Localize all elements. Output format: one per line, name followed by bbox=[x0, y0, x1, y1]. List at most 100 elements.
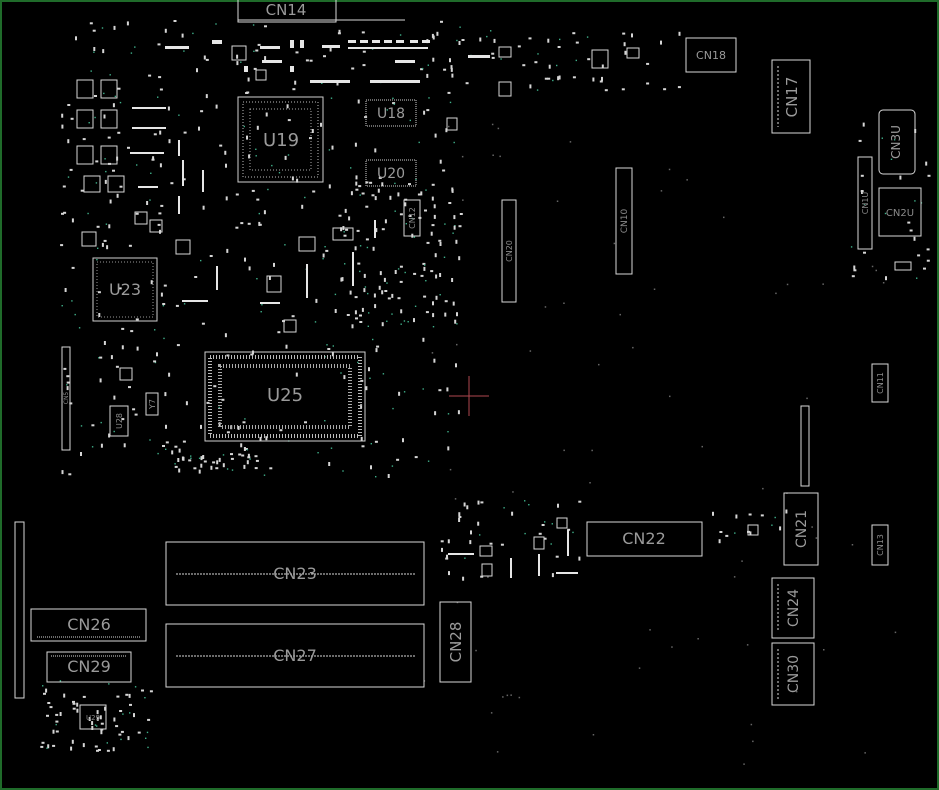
connector-cn29[interactable]: CN29 bbox=[46, 651, 132, 683]
pad bbox=[200, 424, 202, 429]
pad bbox=[552, 79, 554, 82]
pad bbox=[115, 365, 119, 368]
connector-cn24[interactable]: CN24 bbox=[771, 577, 815, 639]
pad bbox=[55, 713, 59, 716]
via-dot bbox=[875, 269, 877, 272]
pad bbox=[144, 697, 146, 699]
via-dot bbox=[490, 712, 493, 714]
chip-u29[interactable]: U29 bbox=[79, 704, 107, 730]
connector-cn18[interactable]: CN18 bbox=[685, 37, 737, 73]
pad bbox=[70, 746, 73, 751]
connector-cn5[interactable]: CN5 bbox=[61, 346, 71, 451]
pad bbox=[119, 101, 122, 104]
via-dot bbox=[686, 179, 688, 181]
pad bbox=[167, 106, 170, 111]
pad bbox=[399, 34, 402, 36]
crystal-y7[interactable]: Y7 bbox=[145, 392, 159, 416]
connector-cn10[interactable]: CN10 bbox=[615, 167, 633, 275]
pad bbox=[913, 236, 916, 241]
pad bbox=[399, 280, 403, 283]
chip-u25[interactable]: U25 bbox=[204, 351, 366, 442]
connector-cn22[interactable]: CN22 bbox=[586, 521, 703, 557]
pad bbox=[331, 352, 334, 357]
connector-cn28[interactable]: CN28 bbox=[439, 601, 472, 683]
pad bbox=[89, 22, 93, 25]
pad bbox=[163, 284, 167, 287]
pad bbox=[46, 747, 48, 749]
connector-cn21[interactable]: CN21 bbox=[783, 492, 819, 566]
connector-cn26[interactable]: CN26 bbox=[30, 608, 147, 642]
connector-cn20[interactable]: CN20 bbox=[501, 199, 517, 303]
connector-cn12[interactable]: CN12 bbox=[403, 199, 421, 237]
pad bbox=[404, 271, 406, 274]
connector-cn11[interactable]: CN11 bbox=[871, 363, 889, 403]
cn3u-label: CN3U bbox=[889, 125, 903, 159]
via-dot bbox=[811, 526, 813, 528]
pad bbox=[235, 193, 239, 196]
connector-cn23[interactable]: CN23 bbox=[165, 541, 425, 606]
pad bbox=[222, 454, 225, 456]
pad bbox=[534, 61, 538, 64]
pad bbox=[231, 469, 234, 471]
pad bbox=[61, 305, 63, 307]
pad bbox=[162, 445, 165, 447]
pad bbox=[433, 358, 436, 363]
pad bbox=[441, 547, 443, 552]
pad bbox=[367, 292, 369, 295]
chip-u23[interactable]: U23 bbox=[92, 257, 158, 322]
pad bbox=[578, 500, 582, 503]
pad bbox=[337, 32, 341, 35]
pad bbox=[230, 453, 233, 456]
pad bbox=[360, 436, 363, 441]
chip-u18[interactable]: U18 bbox=[365, 99, 417, 127]
pad bbox=[322, 253, 325, 258]
pad bbox=[771, 524, 773, 526]
pad bbox=[46, 714, 49, 717]
pad bbox=[435, 274, 438, 279]
pad bbox=[76, 708, 79, 713]
pad bbox=[213, 385, 217, 388]
pad bbox=[425, 311, 429, 314]
chip-u20[interactable]: U20 bbox=[365, 159, 417, 187]
pad bbox=[735, 514, 738, 519]
pad bbox=[434, 253, 437, 258]
pad bbox=[148, 74, 152, 77]
connector-cn30[interactable]: CN30 bbox=[771, 642, 815, 706]
chip-u19[interactable]: U19 bbox=[237, 96, 324, 183]
chip-u28[interactable]: U28 bbox=[109, 405, 129, 437]
pad bbox=[103, 92, 105, 95]
pad bbox=[110, 355, 113, 360]
via-dot bbox=[815, 537, 818, 539]
pad bbox=[252, 24, 255, 26]
connector-cn3u[interactable]: CN3U bbox=[878, 109, 916, 175]
pad bbox=[240, 61, 242, 63]
small-lines bbox=[130, 107, 578, 578]
connector-cn2u[interactable]: CN2U bbox=[878, 187, 922, 237]
pad bbox=[420, 191, 423, 196]
pad bbox=[71, 300, 73, 302]
pad bbox=[362, 64, 366, 67]
pad bbox=[392, 97, 394, 99]
pad bbox=[80, 452, 82, 456]
via-dot bbox=[591, 449, 593, 452]
pad bbox=[556, 64, 558, 67]
connector-cn27[interactable]: CN27 bbox=[165, 623, 425, 688]
pad bbox=[202, 455, 205, 459]
pad bbox=[360, 404, 363, 409]
via-dot bbox=[502, 696, 504, 698]
connector-cn13[interactable]: CN13 bbox=[871, 524, 889, 566]
connector-cn17[interactable]: CN17 bbox=[771, 59, 811, 134]
pad bbox=[200, 463, 203, 468]
via-dot bbox=[563, 302, 565, 304]
pad bbox=[348, 216, 351, 221]
pad bbox=[264, 25, 267, 28]
pad bbox=[115, 725, 119, 728]
connector-cn1u[interactable]: CN1U bbox=[857, 156, 873, 250]
pad bbox=[408, 183, 411, 186]
pad bbox=[119, 185, 123, 188]
connector-cn14[interactable]: CN14 bbox=[237, 0, 405, 23]
pad bbox=[183, 50, 185, 52]
pad bbox=[174, 465, 178, 468]
pad bbox=[263, 210, 266, 215]
pad bbox=[899, 175, 902, 180]
